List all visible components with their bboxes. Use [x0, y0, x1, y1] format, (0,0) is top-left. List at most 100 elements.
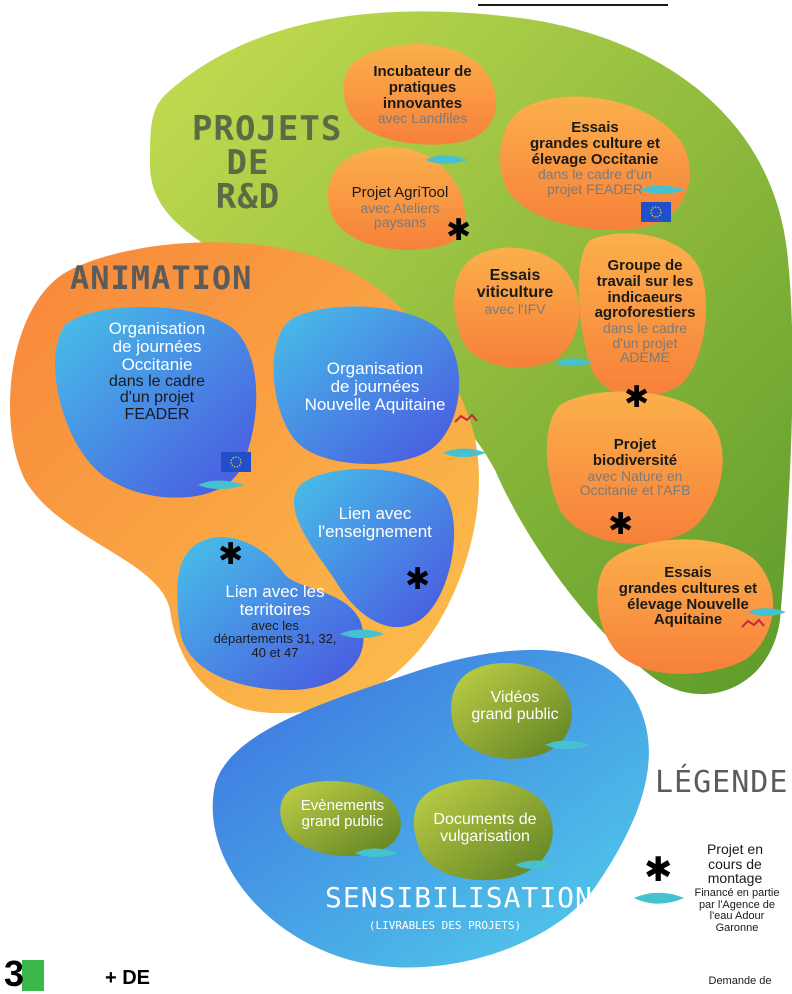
card-title-line: de journées: [330, 376, 420, 396]
card-title-line: élevage Nouvelle: [627, 595, 749, 613]
card-title-line: Vidéos: [490, 689, 540, 706]
rd-card-agritool: Projet AgriTool avec Ateliers paysans: [335, 185, 465, 230]
footer-glyph: 3: [3, 953, 24, 994]
card-subtitle: d'un projet: [119, 389, 195, 407]
legend-text: cours de: [708, 855, 762, 872]
card-title-line: Organisation: [326, 359, 424, 378]
rd-card-viticulture-shape: [454, 247, 580, 368]
card-title-line: Occitanie: [121, 354, 193, 374]
card-subtitle: FEADER: [124, 406, 190, 424]
eu-flag-icon: [641, 202, 671, 222]
footer-text: + DE: [105, 967, 151, 989]
sens-card-videos-shape: [451, 663, 572, 759]
legend-text: Financé en partie: [694, 887, 780, 899]
anim-card-territoires: Lien avec les territoires avec les dépar…: [180, 583, 370, 660]
card-title-line: Lien avec les: [225, 582, 325, 601]
rd-card-essais-aquitaine-shape: [597, 539, 774, 674]
card-subtitle: avec Nature en: [587, 467, 683, 484]
card-subtitle: projet FEADER: [547, 180, 643, 197]
anim-card-aquitaine-shape: [273, 306, 460, 464]
card-title-line: grand public: [301, 812, 384, 830]
anim-card-occitanie-shape: [55, 306, 257, 498]
card-title-line: Incubateur de: [373, 63, 472, 80]
sens-card-videos: Vidéos grand public: [455, 689, 575, 724]
asterisk-icon: ✱: [446, 213, 472, 248]
rd-title-line2: DE R&D: [215, 143, 281, 217]
card-title-line: Essais: [571, 119, 619, 136]
sensibilisation-subtitle: (LIVRABLES DES PROJETS): [368, 919, 522, 932]
card-title-line: Essais: [489, 267, 541, 284]
card-subtitle: avec Ateliers: [360, 199, 440, 216]
legend-title: LÉGENDE: [655, 765, 789, 800]
eu-flag-icon: [221, 452, 251, 472]
card-subtitle: avec Landfiles: [377, 110, 468, 127]
footer-green-block: [22, 960, 44, 991]
legend-text: par l'Agence de: [698, 898, 776, 911]
card-subtitle: avec les: [251, 617, 299, 633]
card-title-line: territoires: [239, 599, 311, 619]
card-title-line: biodiversité: [592, 451, 678, 469]
card-title-line: viticulture: [476, 283, 554, 301]
card-title-line: agroforestiers: [594, 304, 696, 322]
card-title-line: grandes culture et: [529, 134, 661, 152]
rd-card-essais-occitanie-shape: [500, 96, 690, 231]
card-subtitle: d'un projet: [612, 334, 678, 351]
legend-item-agence-eau: Financé en partie par l'Agence de l'eau …: [688, 887, 786, 934]
anim-card-enseignement: Lien avec l'enseignement: [300, 505, 450, 541]
card-title-line: Lien avec: [338, 504, 412, 523]
card-title-line: Aquitaine: [653, 611, 723, 629]
card-subtitle: dans le cadre: [108, 372, 206, 390]
card-title-line: Projet: [613, 436, 657, 453]
rd-card-agritool-shape: [327, 147, 466, 250]
legend-text: Projet en: [706, 841, 764, 857]
card-title-line: Organisation: [108, 319, 206, 338]
card-title-line: Essais: [664, 564, 712, 581]
sensibilisation-title: SENSIBILISATION: [325, 881, 593, 914]
rd-card-viticulture: Essais viticulture avec l'IFV: [455, 267, 575, 316]
rd-title-line1: PROJETS: [192, 109, 343, 149]
anim-card-aquitaine: Organisation de journées Nouvelle Aquita…: [285, 360, 465, 414]
card-subtitle: départements 31, 32,: [213, 631, 337, 647]
asterisk-icon: ✱: [644, 850, 673, 890]
card-title-line: Documents de: [433, 811, 537, 828]
anim-card-occitanie: Organisation de journées Occitanie dans …: [62, 320, 252, 424]
rd-card-groupe-shape: [578, 233, 707, 397]
card-title-line: travail sur les: [596, 272, 694, 290]
card-title-line: pratiques: [388, 78, 457, 96]
card-subtitle: Occitanie et l'AFB: [579, 482, 691, 499]
rd-card-incubateur-shape: [343, 43, 497, 145]
legend-item-demande: Demande de: [700, 975, 780, 988]
card-subtitle: dans le cadre: [602, 320, 688, 336]
rd-card-biodiversite-shape: [546, 391, 723, 544]
card-title-line: de journées: [112, 336, 202, 356]
card-subtitle: 40 et 47: [251, 644, 299, 660]
asterisk-icon: ✱: [608, 507, 634, 542]
legend-item-en-montage: Projet en cours de montage: [690, 842, 780, 886]
rd-card-biodiversite: Projet biodiversité avec Nature en Occit…: [560, 437, 710, 498]
asterisk-icon: ✱: [405, 562, 431, 597]
card-subtitle: paysans: [373, 214, 427, 231]
sens-card-evenements-shape: [280, 781, 401, 857]
asterisk-icon: ✱: [624, 380, 650, 415]
rd-card-essais-aquitaine: Essais grandes cultures et élevage Nouve…: [608, 565, 768, 628]
anim-card-territoires-shape: [177, 536, 364, 690]
card-title-line: innovantes: [382, 94, 463, 112]
asterisk-icon: ✱: [218, 537, 244, 572]
rd-card-incubateur: Incubateur de pratiques innovantes avec …: [350, 64, 495, 126]
sens-card-documents: Documents de vulgarisation: [420, 811, 550, 846]
card-subtitle: ADEME: [620, 349, 670, 366]
water-agency-logo-icon: [198, 155, 786, 904]
sens-card-documents-shape: [413, 779, 553, 881]
card-subtitle: dans le cadre d'un: [538, 166, 652, 183]
card-title-line: vulgarisation: [440, 827, 530, 845]
animation-title: ANIMATION: [70, 259, 253, 297]
card-title-line: Projet AgriTool: [351, 184, 449, 201]
card-title-line: Groupe de: [607, 257, 683, 274]
legend-text: Garonne: [715, 921, 759, 934]
card-title-line: Nouvelle Aquitaine: [304, 394, 446, 414]
legend-text: montage: [707, 870, 763, 887]
legend-text: l'eau Adour: [709, 910, 765, 923]
card-title-line: élevage Occitanie: [531, 150, 659, 168]
card-title-line: grandes cultures et: [618, 579, 758, 597]
card-title-line: indicaeurs: [607, 288, 683, 306]
